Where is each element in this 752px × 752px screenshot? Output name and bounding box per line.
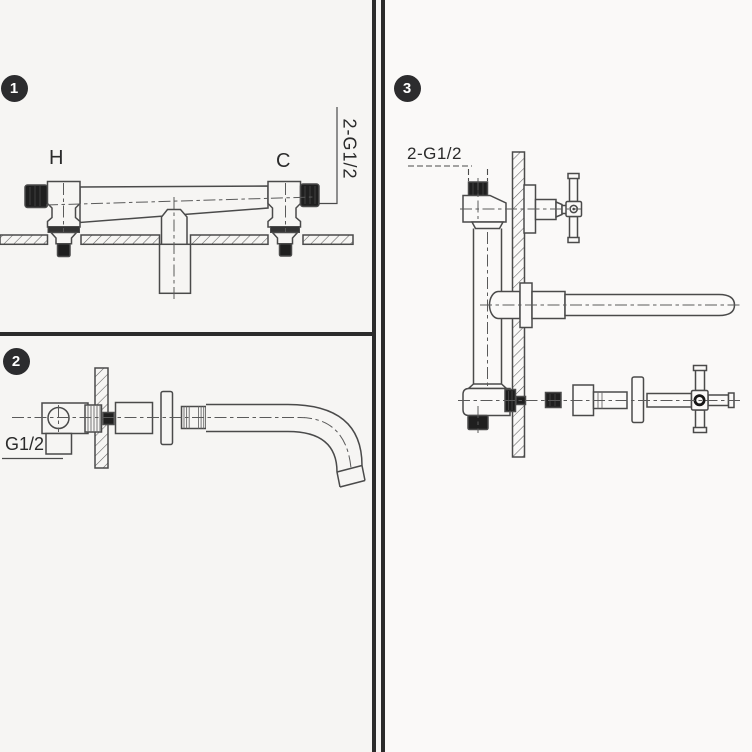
spout bbox=[206, 403, 366, 488]
panel-divider-vertical-left bbox=[371, 0, 376, 752]
step-1-badge: 1 bbox=[0, 74, 28, 102]
deck-section bbox=[0, 234, 354, 246]
thread-size-callout-panel3: 2-G1/2 bbox=[407, 144, 462, 163]
panel-divider-horizontal bbox=[0, 331, 376, 336]
threaded-section bbox=[84, 404, 115, 433]
panel-1-drawing bbox=[0, 107, 354, 299]
panel-3-background bbox=[385, 0, 752, 752]
thread-callout-leader bbox=[408, 165, 489, 181]
center-diverter bbox=[158, 208, 192, 295]
exploded-cartridge-parts bbox=[544, 376, 693, 424]
cold-mounting-bolt bbox=[278, 243, 293, 257]
thread-size-callout-panel2: G1/2 bbox=[5, 434, 45, 454]
valve-stem bbox=[102, 411, 115, 426]
panel-2-drawing bbox=[2, 367, 366, 488]
bottom-cross-handle bbox=[690, 364, 735, 434]
top-cross-handle bbox=[565, 172, 583, 244]
panel-divider-vertical-right bbox=[380, 0, 385, 752]
hot-water-label: H bbox=[49, 147, 64, 169]
step-3-badge: 3 bbox=[393, 74, 421, 102]
top-valve bbox=[462, 181, 507, 230]
thread-callout-leader bbox=[318, 107, 338, 205]
hot-valve bbox=[24, 180, 81, 258]
panel-3-drawing bbox=[408, 151, 741, 458]
hot-mounting-bolt bbox=[56, 243, 71, 258]
handle-flange bbox=[631, 376, 645, 424]
thread-size-callout-panel1: 2-G1/2 bbox=[339, 118, 360, 180]
centerlines bbox=[458, 178, 741, 433]
wall-elbow-body bbox=[41, 402, 89, 455]
cold-water-label: C bbox=[276, 150, 291, 172]
centerlines bbox=[12, 405, 352, 469]
centerlines bbox=[45, 183, 314, 299]
hot-inlet-fitting bbox=[24, 184, 49, 209]
step-2-badge: 2 bbox=[2, 347, 30, 375]
